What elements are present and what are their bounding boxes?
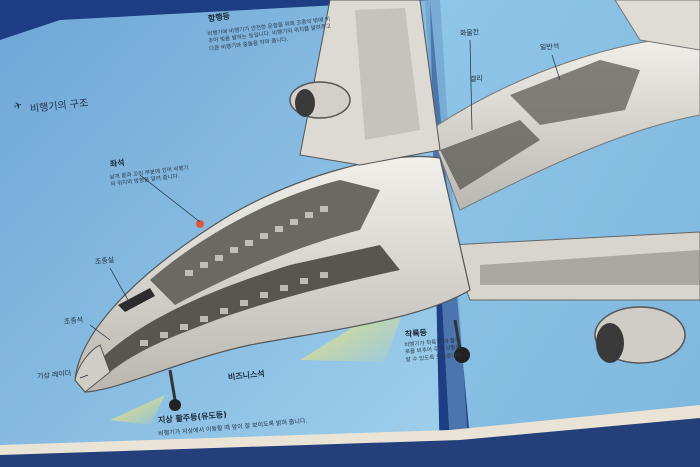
right-wing-ribs — [480, 250, 700, 285]
anti-collision-light — [196, 220, 204, 228]
rear-cabin-cutaway — [510, 60, 640, 125]
label-economy: 일반석 — [539, 42, 560, 52]
cover-edge — [0, 418, 700, 467]
left-engine-intake — [295, 89, 315, 117]
leader-lines — [79, 39, 561, 379]
rear-cabin-cutaway-2 — [440, 120, 540, 190]
seat-rows — [140, 206, 328, 346]
label-cargo-upper: 화물칸 — [459, 28, 480, 38]
label-galley: 갤리 — [469, 74, 484, 84]
right-engine-intake — [596, 323, 624, 363]
left-wing-ribs — [355, 8, 420, 140]
label-seat: 좌석 — [109, 158, 126, 169]
tail-fin — [614, 0, 700, 51]
main-landing-gear — [453, 319, 470, 363]
nose-landing-gear — [168, 369, 181, 411]
nose-radome — [74, 344, 111, 393]
cockpit-window — [118, 288, 155, 312]
gear-light-beam — [110, 395, 165, 425]
